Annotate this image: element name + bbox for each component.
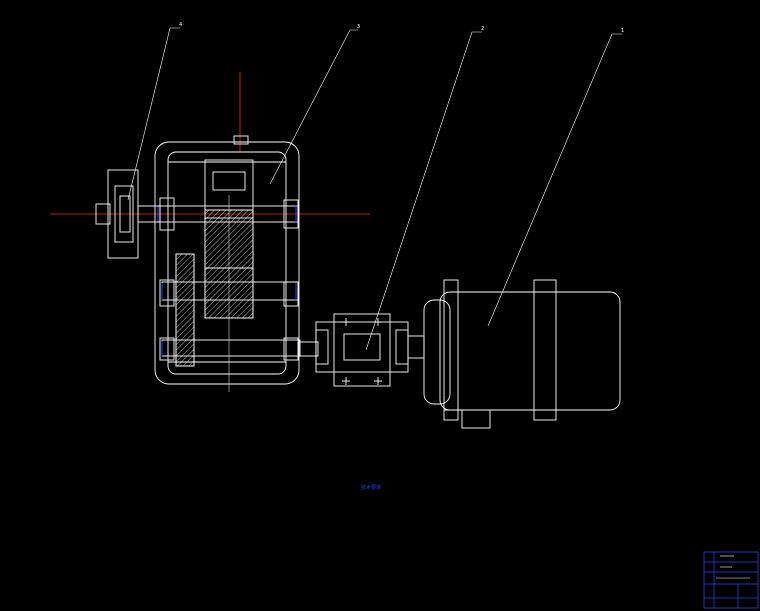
motor-foot <box>461 409 491 429</box>
output-shaft-stub <box>95 203 111 225</box>
motor-end-bell <box>423 299 451 405</box>
title-block-marks <box>716 555 750 579</box>
output-coupling <box>95 169 161 259</box>
upper-shaft-bearing-right <box>283 199 299 229</box>
motor-coupling-outer <box>315 321 409 373</box>
gearbox-top-vent <box>233 135 249 145</box>
input-shaft-extension <box>297 341 319 357</box>
input-shaft <box>297 341 319 357</box>
output-gear-hatched <box>204 209 254 319</box>
leader-line-3 <box>269 29 358 185</box>
motor-coupling <box>315 313 409 387</box>
gearbox <box>154 135 301 385</box>
intermediate-gear-outline <box>175 253 195 367</box>
title-block <box>703 551 759 609</box>
gearbox-outer-housing <box>154 141 300 385</box>
motor-coupling-core <box>343 333 381 361</box>
technical-requirements: 技术要求 <box>256 484 446 493</box>
leader-line-2 <box>365 31 482 351</box>
balloon-3: 3 <box>357 24 360 30</box>
middle-shaft-bearing-left <box>159 279 175 307</box>
notes-title: 技术要求 <box>360 485 381 491</box>
output-coupling-bore <box>119 195 131 233</box>
leader-line-1 <box>487 33 622 327</box>
upper-gear-hub <box>212 171 246 191</box>
middle-shaft-bearing-right <box>283 281 299 307</box>
balloon-1: 1 <box>621 28 624 34</box>
leader-lines <box>127 27 622 351</box>
balloon-4: 4 <box>179 22 182 28</box>
bolt-marks <box>342 318 382 385</box>
balloon-2: 2 <box>481 26 484 32</box>
output-coupling-hub <box>114 185 134 243</box>
motor-shaft <box>407 335 425 359</box>
motor-frame-left <box>443 279 459 421</box>
lower-shaft-bearing-left <box>159 337 175 361</box>
motor-body <box>439 291 621 411</box>
motor-frame-right <box>533 279 557 421</box>
output-gear-outline <box>204 209 254 319</box>
title-block-frame <box>703 551 759 609</box>
electric-motor <box>407 279 621 429</box>
motor-coupling-right-hub <box>395 329 409 365</box>
balloon-labels: 4 3 2 1 <box>179 22 624 34</box>
motor-coupling-left-hub <box>315 329 329 365</box>
intermediate-gear-hatched <box>175 253 195 367</box>
leader-line-4 <box>127 27 180 201</box>
gearbox-inner-housing <box>167 151 287 375</box>
output-shaft-extension <box>137 205 161 223</box>
motor-coupling-inner <box>333 313 391 387</box>
